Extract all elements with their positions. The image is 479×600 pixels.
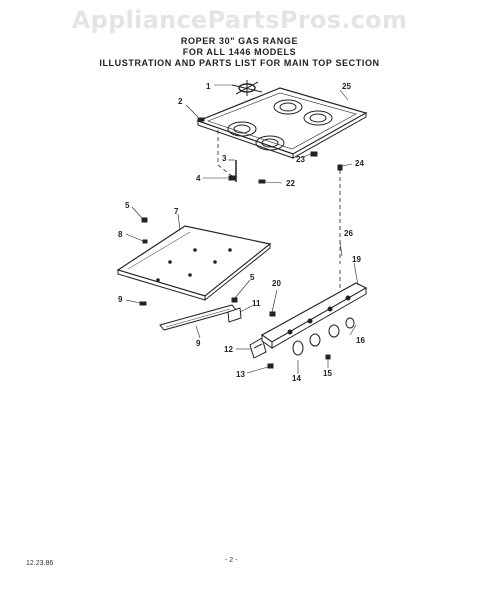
callout-5-right: 5 [250, 273, 255, 282]
callout-3: 3 [222, 154, 227, 163]
callout-24: 24 [355, 159, 364, 168]
title-line-2: FOR ALL 1446 MODELS [182, 47, 297, 57]
left-front-rail [139, 301, 237, 331]
callout-8: 8 [118, 230, 123, 239]
callout-26: 26 [344, 229, 353, 238]
leader-lines [125, 84, 359, 374]
cooktop-main-top [196, 87, 368, 159]
callout-15: 15 [323, 369, 332, 378]
callout-14: 14 [292, 374, 301, 383]
callout-9-left: 9 [118, 295, 123, 304]
callout-2: 2 [178, 97, 183, 106]
callout-12: 12 [224, 345, 233, 354]
front-manifold-rail [260, 282, 368, 349]
callout-19: 19 [352, 255, 361, 264]
callout-23: 23 [296, 155, 305, 164]
alignment-lines [217, 130, 341, 290]
callout-16: 16 [356, 336, 365, 345]
burner-grate [231, 80, 263, 96]
title-line-1: ROPER 30" GAS RANGE [180, 36, 299, 46]
callout-22: 22 [286, 179, 295, 188]
burner-box-panel [116, 225, 272, 302]
left-small-parts [141, 217, 276, 369]
callout-5-left: 5 [125, 201, 130, 210]
callout-25: 25 [342, 82, 351, 91]
callout-13: 13 [236, 370, 245, 379]
watermark: AppliancePartsPros.com [71, 6, 408, 34]
callout-9-bottom: 9 [196, 339, 201, 348]
valve-knobs [292, 317, 355, 360]
callout-11: 11 [252, 299, 261, 308]
footer-date: 12.23.86 [26, 560, 54, 567]
callout-20: 20 [272, 279, 281, 288]
title-line-3: ILLUSTRATION AND PARTS LIST FOR MAIN TOP… [99, 58, 380, 68]
callout-labels: 1 2 25 3 4 22 23 24 5 7 8 26 19 5 20 9 1… [118, 82, 365, 383]
callout-7: 7 [174, 207, 179, 216]
footer-page-number: - 2 - [225, 557, 238, 564]
callout-4: 4 [196, 174, 201, 183]
callout-1: 1 [206, 82, 211, 91]
